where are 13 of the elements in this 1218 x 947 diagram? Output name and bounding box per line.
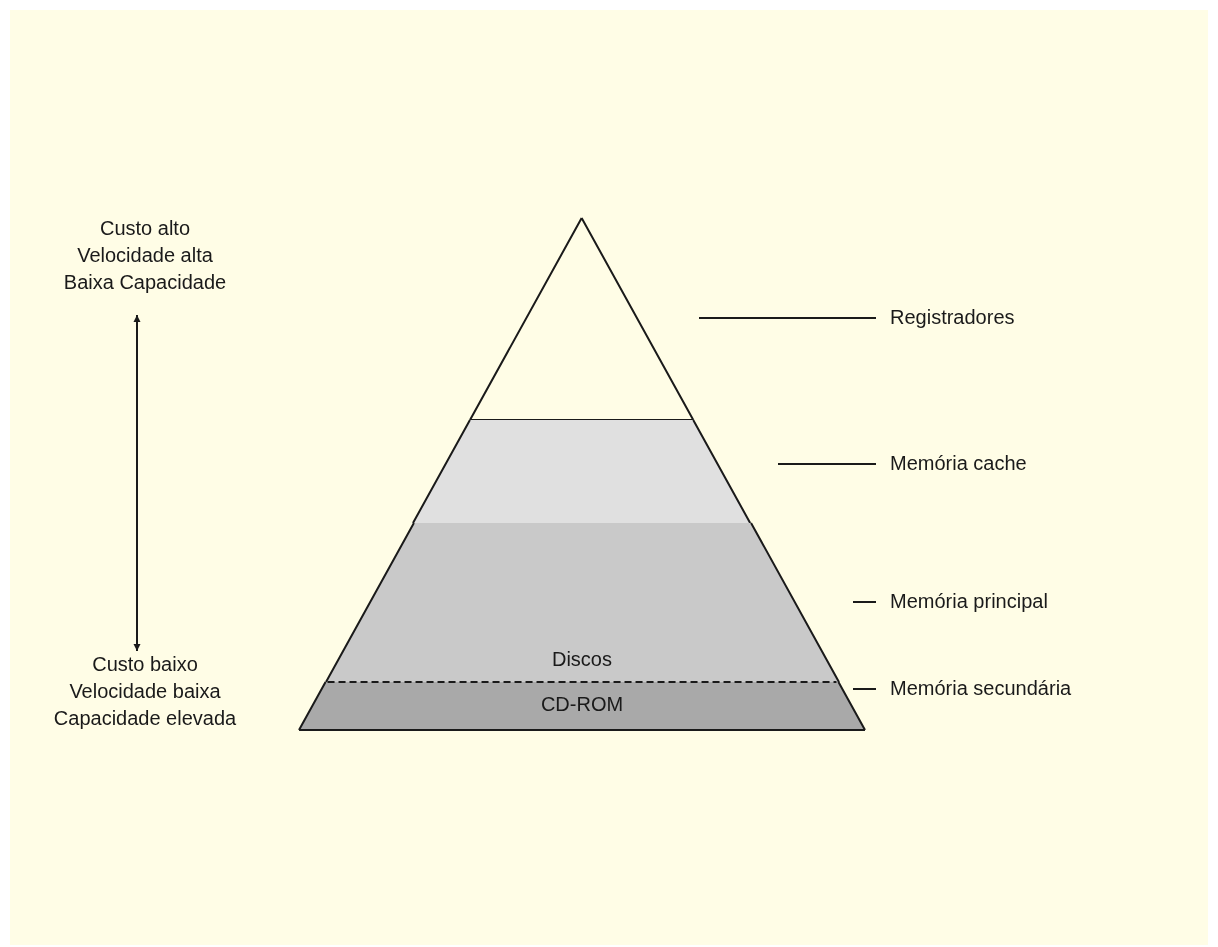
level-name: Memória principal [890, 589, 1048, 614]
cache-level [413, 420, 751, 523]
level-label: Discos [551, 647, 613, 672]
level-name: Registradores [890, 305, 1015, 330]
double-arrow [133, 314, 141, 652]
level-label: CD-ROM [539, 692, 625, 717]
range-text: Custo alto Velocidade alta Baixa Capacidade [62, 216, 228, 295]
main-memory-level [325, 523, 839, 682]
level-name: Memória secundária [890, 676, 1072, 701]
register-level [470, 218, 694, 420]
level-name: Memória cache [890, 451, 1027, 476]
secondary-memory-level [299, 682, 865, 730]
range-text: Custo baixo Velocidade baixa Capacidade elevada [52, 652, 238, 731]
